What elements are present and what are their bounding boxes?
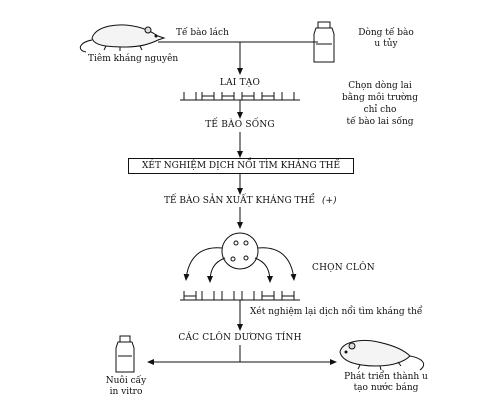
well-row-2 xyxy=(180,291,300,301)
in-vitro-label: Nuôi cấy in vitro xyxy=(105,376,147,397)
screening-box: XÉT NGHIỆM DỊCH NỔI TÌM KHÁNG THỂ xyxy=(128,158,354,174)
positive-clones-label: CÁC CLÔN DƯƠNG TÍNH xyxy=(178,333,302,343)
immunize-label: Tiêm kháng nguyên xyxy=(88,54,179,64)
culture-bottle-icon xyxy=(313,21,335,63)
fusion-label: LAI TẠO xyxy=(219,78,261,88)
cloning-label: CHỌN CLÔN xyxy=(312,263,375,273)
rescreen-label: Xét nghiệm lại dịch nổi tìm kháng thể xyxy=(250,307,423,317)
myeloma-line-label: Dòng tế bào u tủy xyxy=(358,28,414,49)
in-vivo-label: Phát triển thành u tạo nước báng xyxy=(344,372,428,393)
in-vivo-mouse-icon xyxy=(339,339,425,371)
spleen-cells-label: Tế bào lách xyxy=(176,28,229,38)
plus-sign-label: (+) xyxy=(322,196,337,206)
in-vitro-bottle-icon xyxy=(115,335,135,373)
mouse-icon xyxy=(79,24,166,53)
well-row-1 xyxy=(180,92,300,101)
cloning-dish xyxy=(221,232,259,270)
cloning-arrows xyxy=(183,247,297,283)
screening-label: XÉT NGHIỆM DỊCH NỔI TÌM KHÁNG THỂ xyxy=(141,161,341,171)
select-hybrid-label: Chọn dòng lai bằng môi trường chỉ cho tế… xyxy=(342,81,418,127)
antibody-producing-label: TẾ BÀO SẢN XUẤT KHÁNG THỂ xyxy=(164,196,315,206)
live-cells-label: TẾ BÀO SỐNG xyxy=(205,120,275,130)
